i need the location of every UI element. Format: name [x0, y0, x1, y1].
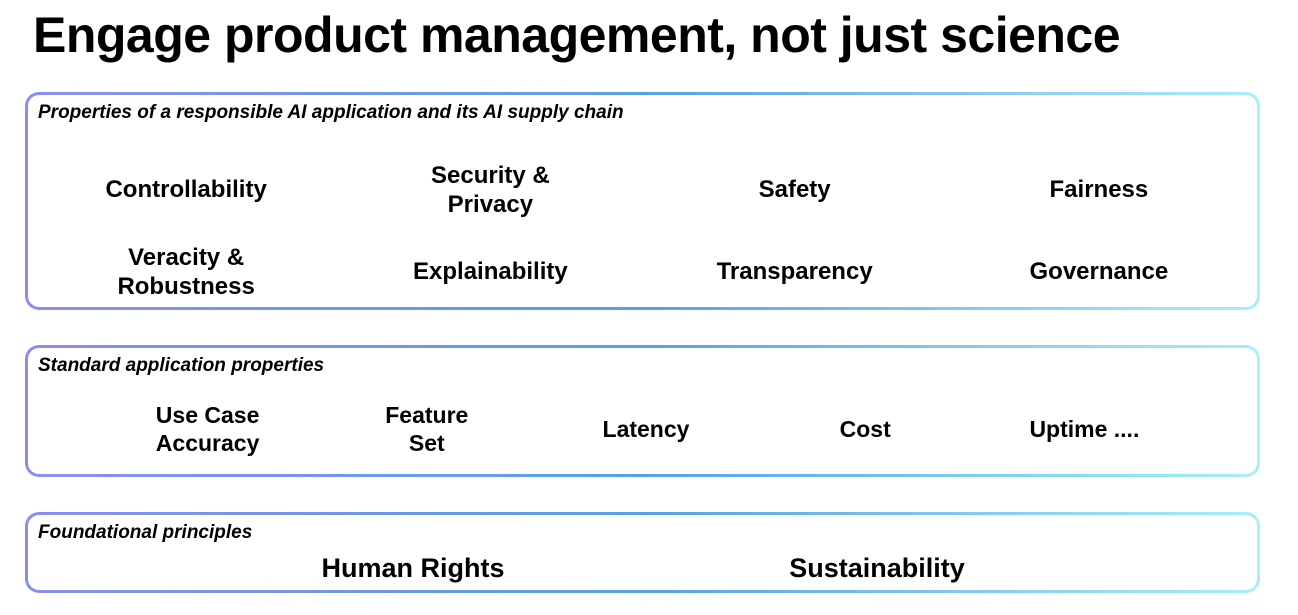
item-human-rights: Human Rights	[321, 552, 505, 583]
item-governance: Governance	[1029, 258, 1169, 286]
responsible-ai-properties-box-inner: Properties of a responsible AI applicati…	[28, 95, 1257, 307]
foundational-principles-header: Foundational principles	[38, 522, 253, 543]
item-feature-set: Feature Set	[385, 402, 469, 456]
item-cost: Cost	[839, 415, 891, 442]
item-use-case-accuracy: Use Case Accuracy	[155, 402, 260, 456]
item-security-privacy: Security & Privacy	[431, 161, 550, 218]
item-sustainability: Sustainability	[789, 552, 965, 583]
item-veracity-robustness: Veracity & Robustness	[117, 243, 255, 300]
foundational-principles-box: Foundational principles Human Rights Sus…	[25, 512, 1260, 593]
item-uptime: Uptime ....	[1029, 415, 1140, 442]
responsible-ai-properties-header: Properties of a responsible AI applicati…	[38, 102, 624, 123]
item-latency: Latency	[602, 415, 690, 442]
foundational-principles-grid: Human Rights Sustainability	[28, 547, 1257, 589]
slide-title: Engage product management, not just scie…	[33, 7, 1121, 63]
foundational-principles-box-inner: Foundational principles Human Rights Sus…	[28, 515, 1257, 590]
standard-application-properties-header: Standard application properties	[38, 355, 325, 376]
item-explainability: Explainability	[413, 258, 568, 286]
standard-application-properties-box-inner: Standard application properties Use Case…	[28, 348, 1257, 474]
item-fairness: Fairness	[1049, 176, 1149, 204]
item-controllability: Controllability	[105, 176, 267, 204]
item-transparency: Transparency	[716, 258, 873, 286]
standard-application-properties-box: Standard application properties Use Case…	[25, 345, 1260, 477]
responsible-ai-properties-grid: Controllability Security & Privacy Safet…	[28, 161, 1257, 303]
responsible-ai-properties-box: Properties of a responsible AI applicati…	[25, 92, 1260, 310]
item-safety: Safety	[758, 176, 831, 204]
standard-application-properties-grid: Use Case Accuracy Feature Set Latency Co…	[28, 394, 1257, 466]
